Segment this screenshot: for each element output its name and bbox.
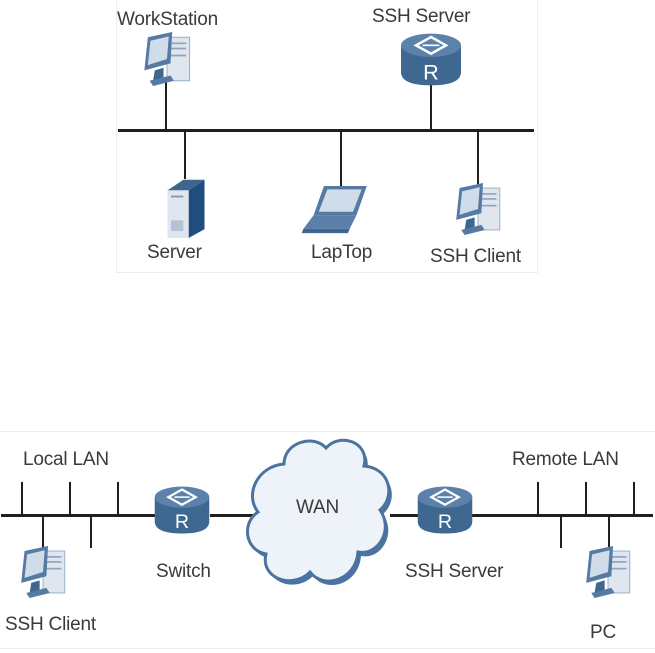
local-lan-stub xyxy=(90,516,92,548)
workstation-label: WorkStation xyxy=(117,9,218,31)
router-icon xyxy=(416,485,474,535)
laptop-icon xyxy=(301,186,376,234)
desktop-pc-icon xyxy=(15,546,71,598)
desktop-pc-icon xyxy=(580,546,636,598)
ssh-client-label: SSH Client xyxy=(430,246,521,268)
remote-lan-label: Remote LAN xyxy=(512,449,619,471)
pc-link xyxy=(608,516,610,548)
remote-lan-stub xyxy=(560,516,562,548)
router-icon xyxy=(395,32,467,87)
ssh-client-link xyxy=(42,516,44,548)
ssh-client-link xyxy=(477,131,479,186)
ssh-client-label: SSH Client xyxy=(5,614,96,636)
desktop-pc-icon xyxy=(450,183,506,235)
laptop-link xyxy=(340,131,342,186)
desktop-pc-icon xyxy=(138,32,196,86)
router-icon xyxy=(153,485,211,535)
pc-label: PC xyxy=(590,622,616,644)
ssh-server-label: SSH Server xyxy=(405,561,503,583)
top-lan-bus xyxy=(118,129,534,132)
remote-lan-stub xyxy=(633,482,635,515)
workstation-link xyxy=(165,82,167,130)
remote-lan-stub xyxy=(585,482,587,515)
local-lan-bus xyxy=(1,514,159,517)
server-label: Server xyxy=(147,242,202,264)
server-tower-icon xyxy=(164,178,208,238)
local-lan-stub xyxy=(21,482,23,515)
local-lan-stub xyxy=(69,482,71,515)
local-lan-label: Local LAN xyxy=(23,449,109,471)
server-link xyxy=(184,131,186,179)
ssh-server-link xyxy=(430,80,432,130)
ssh-server-label: SSH Server xyxy=(372,6,470,28)
remote-lan-stub xyxy=(537,482,539,515)
switch-label: Switch xyxy=(156,561,211,583)
local-lan-stub xyxy=(117,482,119,515)
laptop-label: LapTop xyxy=(311,242,372,264)
wan-label: WAN xyxy=(296,497,339,519)
